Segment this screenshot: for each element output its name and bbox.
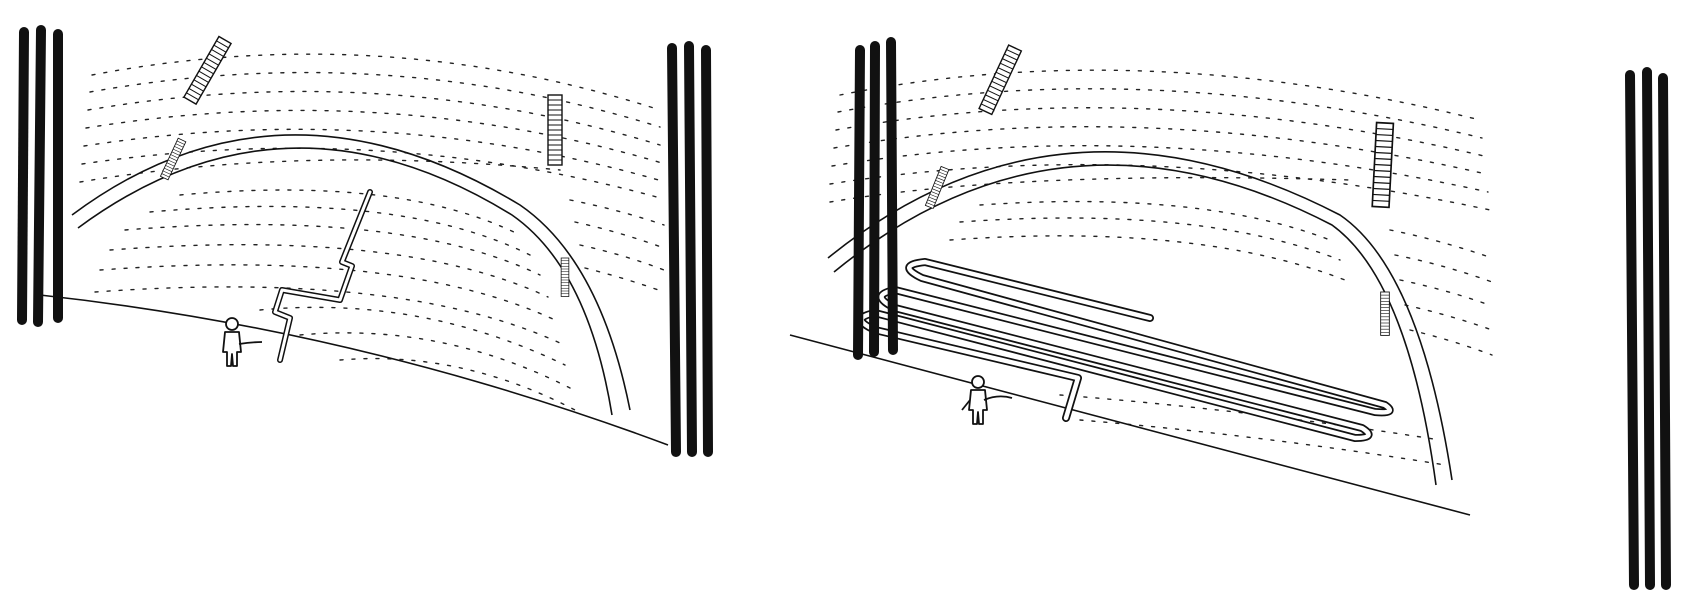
floor-edge-2 <box>789 334 1471 516</box>
floor-seating <box>94 189 576 411</box>
tube-serpentine <box>857 258 1394 442</box>
curtain-right <box>667 41 713 457</box>
person-icon <box>222 317 263 367</box>
curtain-right-2 <box>1625 67 1671 590</box>
floor-edge <box>39 294 669 446</box>
curtain-left <box>17 25 63 327</box>
panel-before <box>17 25 713 457</box>
floor-seating-2 <box>949 200 1446 466</box>
arch-balcony <box>71 134 631 416</box>
person-icon-2 <box>961 375 1013 425</box>
tube-zigzag-inner <box>273 190 372 362</box>
panel-after <box>789 37 1671 590</box>
upper-seating-2 <box>829 69 1493 356</box>
arch-balcony-2 <box>827 151 1453 486</box>
curtain-left-2 <box>853 37 898 360</box>
stairs-group-2 <box>924 44 1395 336</box>
